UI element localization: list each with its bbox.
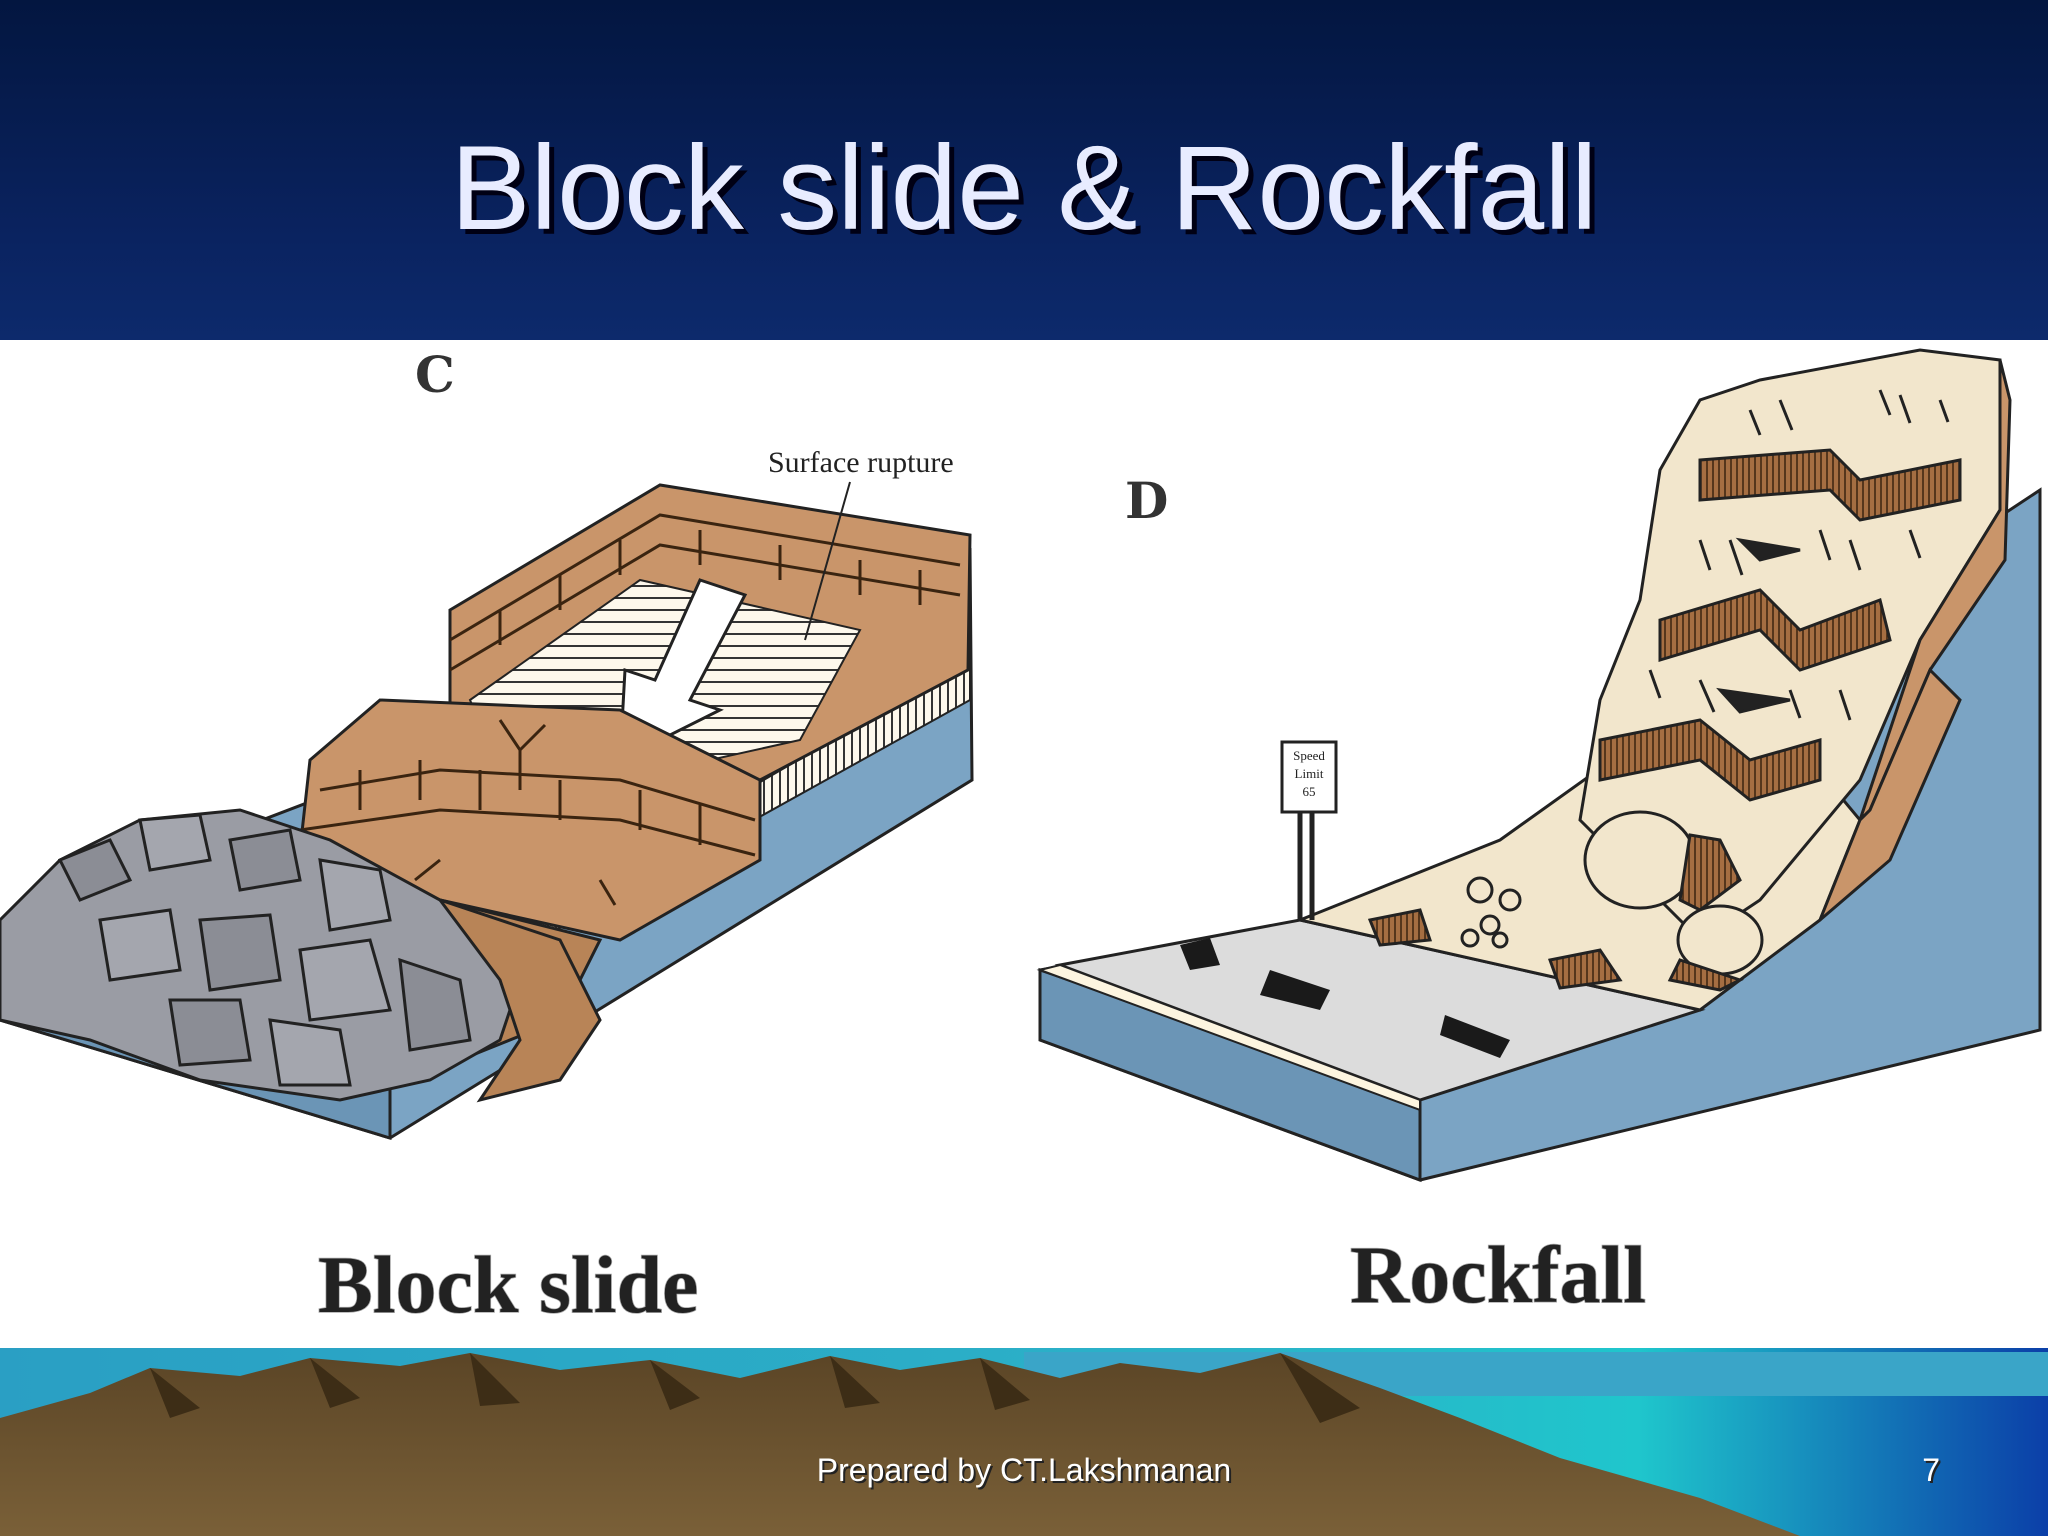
landslide-diagrams: C [0,345,2042,1331]
mountain-range [0,1353,1800,1536]
boulder-pile [0,808,522,1102]
diagram-area: C [0,340,2048,1348]
block-slide-caption: Block slide [318,1239,698,1330]
slide-title: Block slide & Rockfall [450,121,1598,255]
road-markings [1180,938,1510,1058]
title-banner: Block slide & Rockfall [0,0,2048,340]
speed-limit-sign: Speed Limit 65 [1280,740,1338,920]
rockfall-caption: Rockfall [1350,1229,1646,1320]
slide-number: 7 [1922,1452,1940,1488]
block-slide-diagram: C [0,345,974,1331]
rockfall-panel-letter: D [1125,471,1168,530]
surface-rupture-leader [804,481,851,641]
rockfall-diagram: D [1036,348,2042,1321]
footer-credit: Prepared by CT.Lakshmanan [816,1452,1232,1488]
sign-line-2: Limit [1295,766,1324,781]
sign-line-1: Speed [1293,748,1325,763]
footer-landscape [0,1348,2048,1536]
sign-line-3: 65 [1303,784,1316,799]
fallen-boulders [1367,810,1764,992]
surface-rupture-label: Surface rupture [768,446,954,479]
cliff-ledges [1598,448,1962,802]
block-slide-panel-letter: C [415,345,455,404]
